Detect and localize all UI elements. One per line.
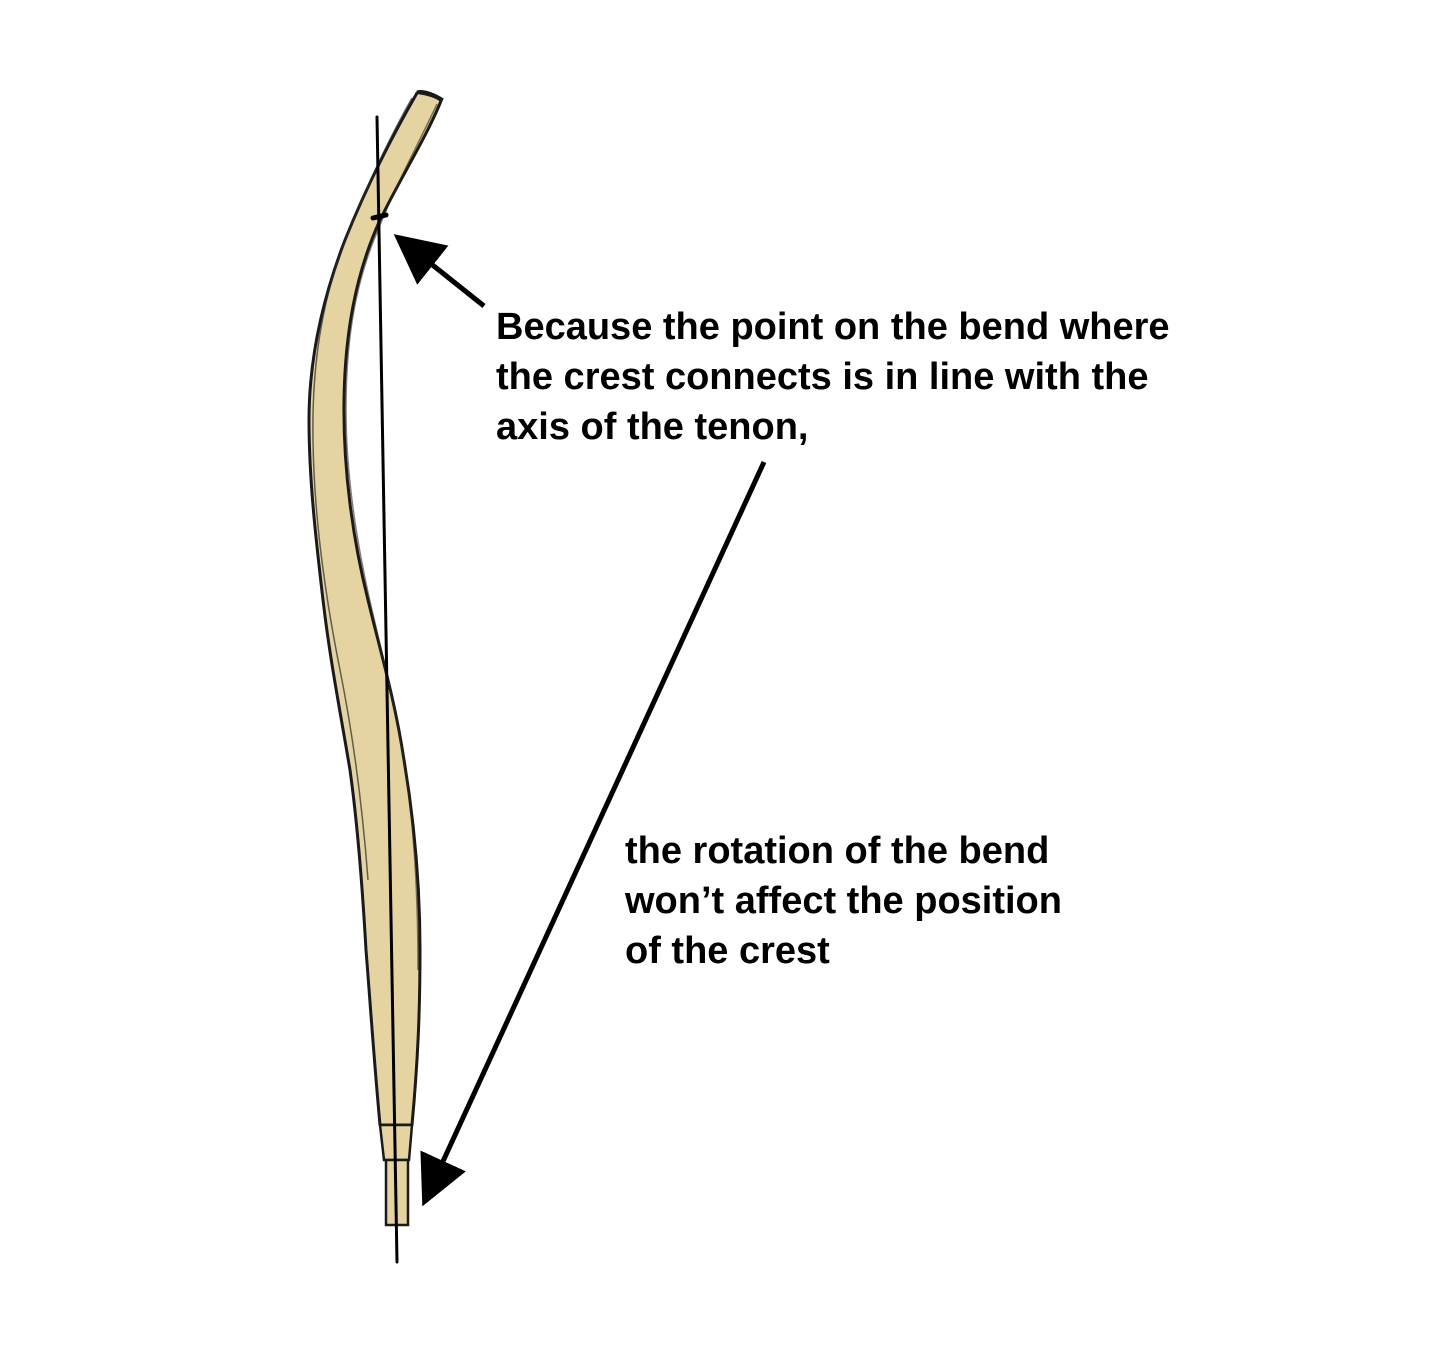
tenon-axis-line (375, 115, 399, 1264)
annotation-rotation-effect: the rotation of the bend won’t affect th… (625, 826, 1062, 976)
spindle-sketch-stroke-left (312, 97, 413, 881)
arrow-to-crest-point (393, 234, 486, 308)
crest-connection-mark (370, 212, 389, 221)
spindle-body (307, 91, 443, 1127)
annotation-line: won’t affect the position (625, 880, 1062, 922)
arrow-to-tenon (420, 460, 767, 1207)
annotation-line: the rotation of the bend (625, 830, 1050, 872)
annotation-line: the crest connects is in line with the (496, 356, 1149, 398)
annotation-line: of the crest (625, 930, 830, 972)
annotation-crest-alignment: Because the point on the bend where the … (496, 302, 1170, 452)
annotation-line: Because the point on the bend where (496, 306, 1170, 348)
annotation-line: axis of the tenon, (496, 406, 809, 448)
spindle-top-end (416, 90, 444, 102)
